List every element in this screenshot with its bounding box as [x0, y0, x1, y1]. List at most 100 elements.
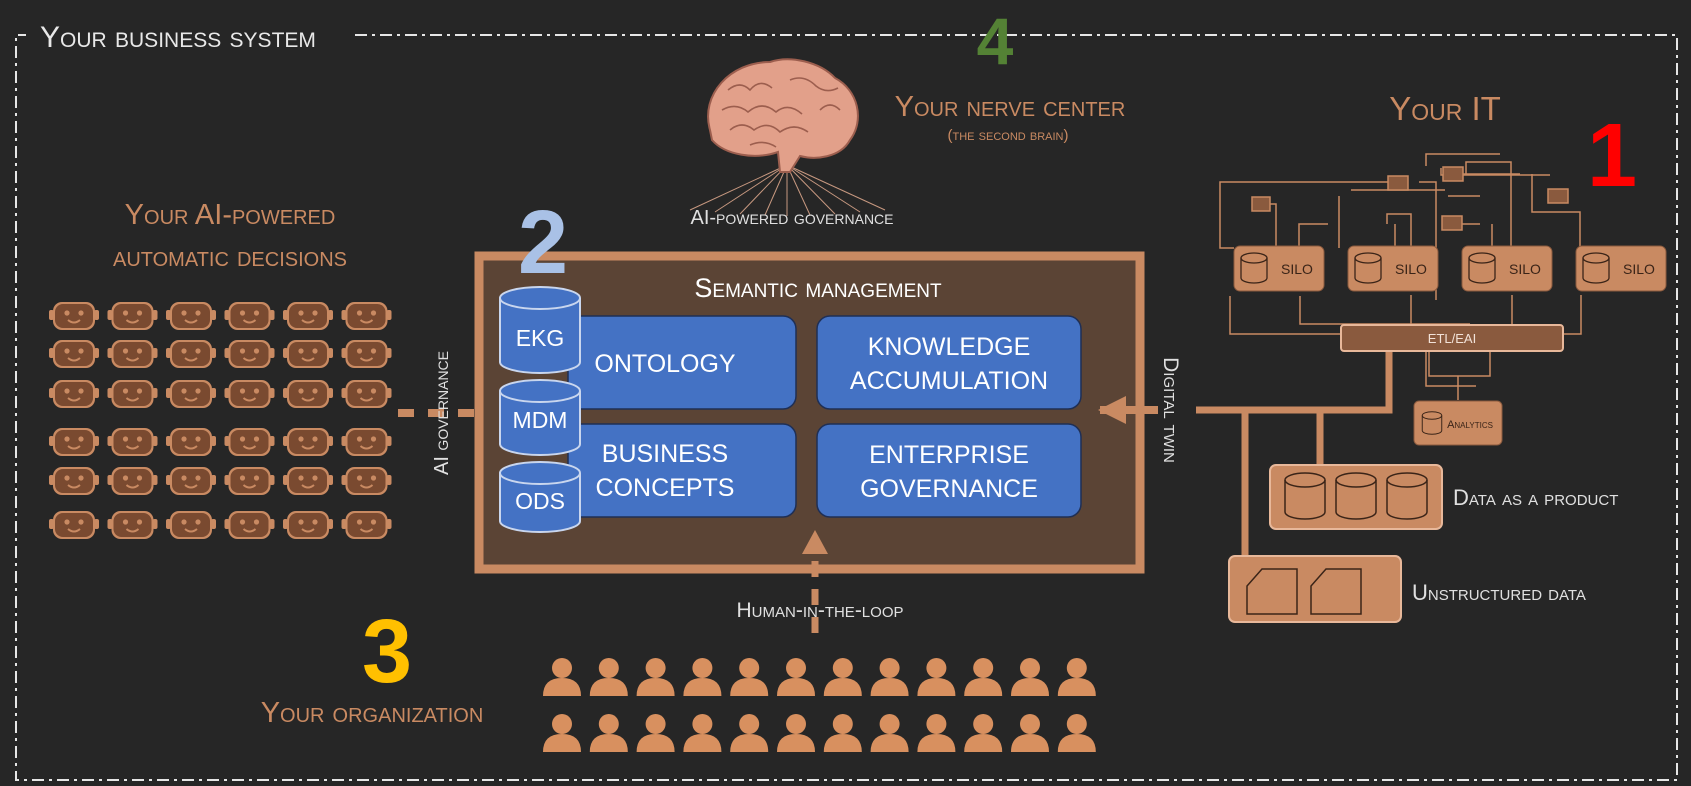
number-4: 4 [977, 4, 1014, 78]
robot-icon [106, 301, 159, 331]
person-icon [917, 714, 956, 752]
person-icon [683, 714, 722, 752]
robot-icon [106, 427, 159, 457]
business-label-line1: BUSINESS [602, 440, 728, 468]
robot-icon [223, 427, 276, 457]
person-icon [870, 714, 909, 752]
digital-twin-label: Digital twin [1159, 357, 1182, 463]
data-as-a-product-label: Data as a product [1453, 485, 1618, 510]
silo-label: SILO [1395, 261, 1427, 277]
robot-icon [48, 379, 100, 409]
robot-icon [340, 510, 393, 540]
person-icon [543, 658, 581, 696]
robot-icon [282, 466, 334, 496]
business-concepts-box: BUSINESS CONCEPTS [567, 423, 797, 518]
analytics-node: Analytics [1413, 400, 1503, 446]
semantic-management-title: Semantic management [694, 273, 942, 303]
left-arrow-icon [1098, 396, 1126, 424]
person-icon [636, 714, 675, 752]
robot-icon [282, 301, 334, 331]
robot-icon [282, 427, 334, 457]
unstructured-data-node [1228, 555, 1402, 623]
database-icon [1335, 472, 1377, 520]
robot-icon [282, 339, 334, 369]
robot-icon [282, 379, 334, 409]
robot-icon [165, 510, 217, 540]
human-in-the-loop-connector [802, 530, 828, 633]
it-title: Your IT [1389, 90, 1501, 127]
person-icon [823, 714, 862, 752]
robot-icon [223, 339, 276, 369]
enterprise-governance-box: ENTERPRISE GOVERNANCE [816, 423, 1082, 518]
silo-node: SILO [1575, 245, 1667, 292]
person-icon [730, 714, 769, 752]
analytics-label: Analytics [1447, 419, 1493, 431]
nerve-center-subtitle: (the second brain) [947, 127, 1068, 144]
person-icon [917, 658, 956, 696]
organization-title: Your organization [261, 697, 484, 729]
silo-node: SILO [1461, 245, 1553, 292]
robot-icon [340, 301, 393, 331]
robot-icon [223, 301, 276, 331]
nerve-center-title: Your nerve center [895, 91, 1126, 123]
person-icon [683, 658, 722, 696]
person-icon [870, 658, 909, 696]
robot-icon [48, 427, 100, 457]
ai-powered-governance-label: AI-powered governance [690, 207, 893, 229]
robot-icon [223, 466, 276, 496]
frame-title: Your business system [40, 21, 316, 54]
etl-eai-label: ETL/EAI [1428, 331, 1476, 346]
number-1: 1 [1587, 106, 1637, 206]
robot-icon [165, 339, 217, 369]
database-icon [1284, 472, 1326, 520]
ai-decisions-title-line1: Your AI-powered [125, 199, 336, 231]
person-icon [1057, 658, 1096, 696]
robot-icon [106, 466, 159, 496]
silo-label: SILO [1509, 261, 1541, 277]
robot-icon [223, 510, 276, 540]
business-system-frame: Your business system [15, 21, 1678, 781]
robot-icon [106, 339, 159, 369]
digital-twin-connector [1098, 396, 1158, 424]
it-network: SILO SILO SILO SILO ETL/EAI Analytics [1219, 153, 1667, 446]
robot-icon [282, 510, 334, 540]
ods-database-icon: ODS [499, 461, 581, 533]
ekg-database-icon: EKG [499, 286, 581, 374]
robot-icon [48, 466, 100, 496]
ai-governance-label: AI governance [431, 351, 453, 475]
people-grid [543, 658, 1096, 752]
semantic-management-box: Semantic management ONTOLOGY KNOWLEDGE A… [474, 251, 1145, 574]
person-icon [777, 658, 815, 696]
ods-label: ODS [515, 488, 565, 514]
person-icon [964, 658, 1003, 696]
ontology-label: ONTOLOGY [594, 350, 736, 378]
person-icon [636, 658, 675, 696]
mdm-label: MDM [513, 407, 568, 433]
person-icon [589, 658, 628, 696]
person-icon [964, 714, 1003, 752]
document-icon [1246, 568, 1298, 615]
mdm-database-icon: MDM [499, 379, 581, 456]
human-in-the-loop-label: Human-in-the-loop [737, 599, 904, 622]
robot-icon [165, 379, 217, 409]
number-3: 3 [362, 602, 412, 702]
document-icon [1310, 568, 1362, 615]
person-icon [1011, 714, 1049, 752]
enterprise-label-line2: GOVERNANCE [860, 475, 1038, 503]
robot-icon [48, 510, 100, 540]
person-icon [1011, 658, 1049, 696]
robot-icon [340, 427, 393, 457]
robot-icon [340, 339, 393, 369]
silo-label: SILO [1623, 261, 1655, 277]
silo-node: SILO [1233, 245, 1325, 292]
business-label-line2: CONCEPTS [596, 474, 735, 502]
robot-icon [106, 510, 159, 540]
robot-icon [48, 339, 100, 369]
ontology-box: ONTOLOGY [567, 315, 797, 410]
it-trunk-lines [1196, 346, 1393, 556]
brain-icon [689, 58, 886, 216]
ekg-label: EKG [516, 325, 565, 351]
person-icon [543, 714, 581, 752]
robot-icon [340, 466, 393, 496]
up-arrow-icon [802, 530, 828, 554]
